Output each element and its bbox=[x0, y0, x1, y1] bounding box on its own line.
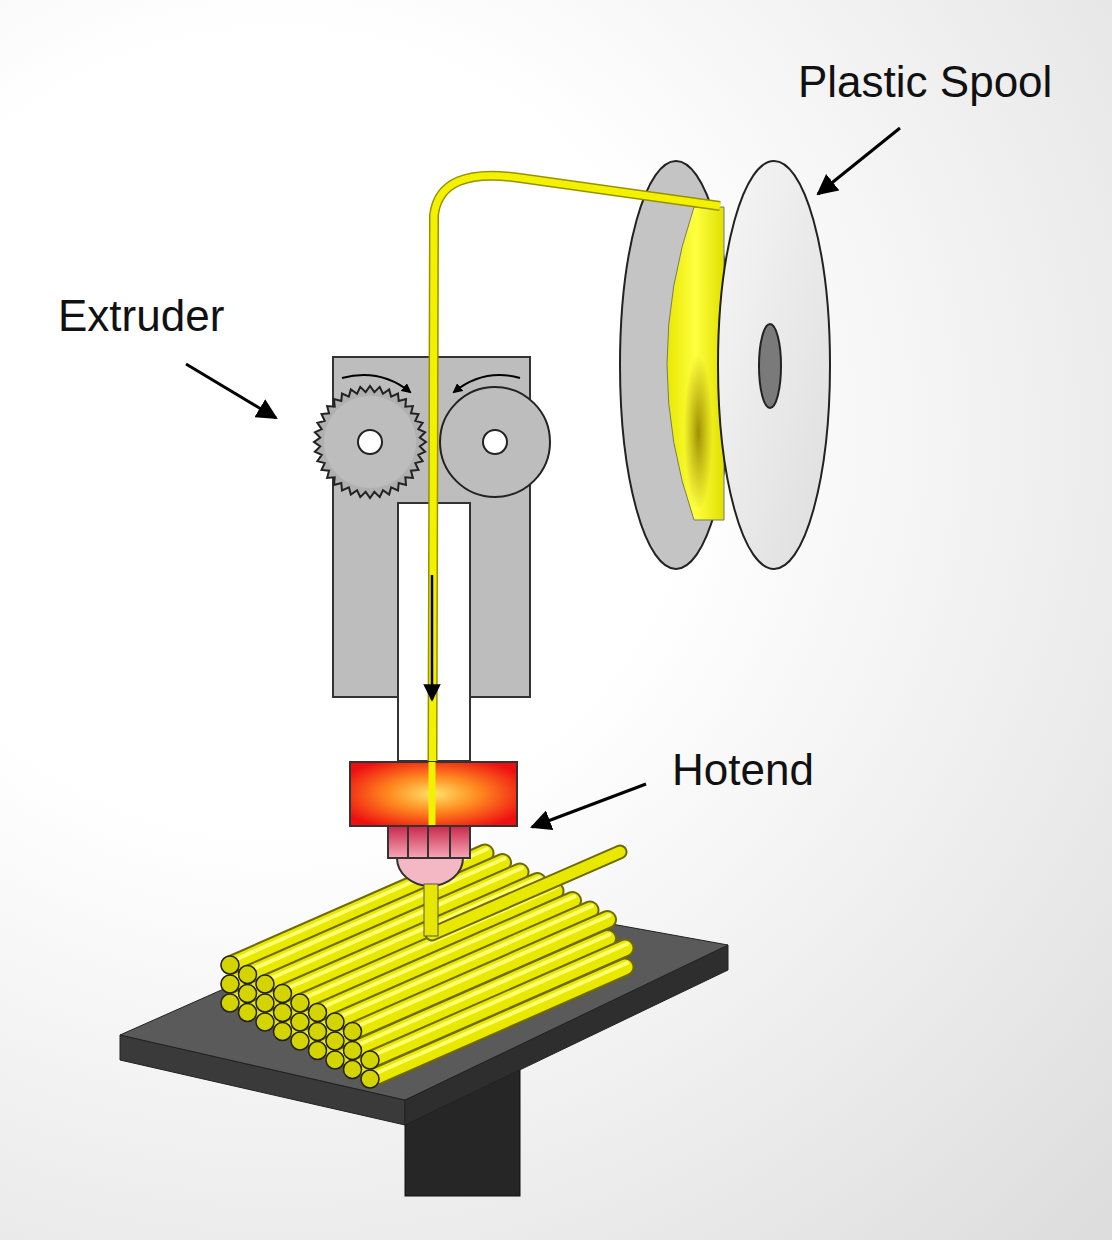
strand-end bbox=[239, 985, 257, 1003]
part-label: Extruder bbox=[58, 292, 224, 340]
part-label: Hotend bbox=[672, 746, 814, 794]
heater-block bbox=[350, 762, 517, 826]
strand-outline bbox=[353, 920, 608, 1032]
strand-end bbox=[274, 1023, 292, 1041]
strand-body bbox=[353, 920, 608, 1032]
strand-end bbox=[326, 1032, 344, 1050]
nut-edge bbox=[407, 826, 409, 858]
leader-arrow bbox=[818, 128, 900, 194]
leader-arrow bbox=[532, 784, 646, 827]
nozzle-nut bbox=[388, 826, 470, 858]
nut-edge bbox=[449, 826, 451, 858]
strand-end bbox=[239, 966, 257, 984]
filament-roll bbox=[667, 207, 724, 520]
strand-end bbox=[344, 1061, 362, 1079]
leader-arrow bbox=[186, 364, 276, 418]
strand-end bbox=[256, 975, 274, 993]
gear-axle bbox=[358, 430, 382, 454]
strand-end bbox=[291, 994, 309, 1012]
hotend bbox=[350, 762, 517, 936]
strand-end bbox=[221, 975, 239, 993]
strand-highlight bbox=[355, 916, 610, 1028]
drive-gear bbox=[314, 386, 426, 498]
strand-end bbox=[309, 1023, 327, 1041]
strand-end bbox=[326, 1051, 344, 1069]
spool-back-disc bbox=[620, 161, 732, 569]
part-label: Plastic Spool bbox=[798, 58, 1052, 106]
idler-wheel bbox=[440, 387, 550, 497]
strand-end bbox=[256, 994, 274, 1012]
nut-edge bbox=[427, 826, 429, 858]
printed-layers bbox=[221, 849, 627, 1088]
strand-end bbox=[344, 1023, 362, 1041]
spool-front-disc bbox=[718, 161, 830, 569]
strand-end bbox=[361, 1051, 379, 1069]
strand-end bbox=[309, 1004, 327, 1022]
rotation-arrow bbox=[454, 375, 520, 392]
strand-end bbox=[221, 956, 239, 974]
strand-end bbox=[256, 1013, 274, 1031]
strand-end bbox=[344, 1042, 362, 1060]
strand-end bbox=[291, 1013, 309, 1031]
strand-end bbox=[274, 1004, 292, 1022]
gear-axle bbox=[483, 430, 507, 454]
strand-end bbox=[361, 1070, 379, 1088]
gear-face bbox=[324, 396, 416, 488]
strand-end bbox=[274, 985, 292, 1003]
strand-end bbox=[326, 1013, 344, 1031]
spool-hub bbox=[759, 324, 781, 408]
strand-end bbox=[221, 994, 239, 1012]
feed-arrow bbox=[431, 575, 434, 700]
filament bbox=[429, 762, 436, 826]
strand-end bbox=[239, 1004, 257, 1022]
plastic-spool bbox=[620, 161, 830, 569]
strand-end bbox=[291, 1032, 309, 1050]
extruded-filament bbox=[424, 884, 438, 936]
strand-end bbox=[309, 1042, 327, 1060]
filament-shade bbox=[667, 207, 724, 520]
rotation-arrow bbox=[342, 375, 410, 392]
printed-strand bbox=[344, 916, 610, 1041]
nozzle-tip bbox=[397, 858, 463, 886]
